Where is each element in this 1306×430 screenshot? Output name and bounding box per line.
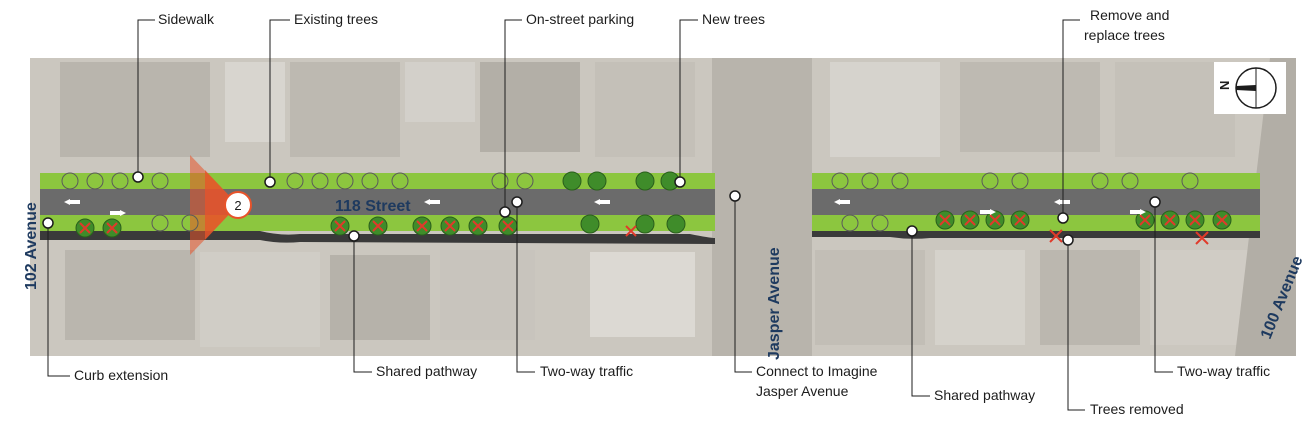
new-trees [562,171,686,234]
traffic-arrows [64,199,1146,216]
street-name-118: 118 Street [335,198,411,215]
trees-removed [625,225,1209,245]
label-trees-removed: Trees removed [1090,401,1184,417]
callout-dots [42,171,1161,246]
location-marker: 2 [224,191,252,219]
label-on-street-parking: On-street parking [526,11,634,27]
label-new-trees: New trees [702,11,765,27]
existing-trees [61,172,1199,232]
street-name-102-avenue: 102 Avenue [23,202,40,290]
label-two-way-traffic-right: Two-way traffic [1177,363,1270,379]
label-sidewalk: Sidewalk [158,11,215,27]
north-arrow-icon: N [1214,62,1286,114]
marker-number: 2 [234,198,241,213]
label-connect-1: Connect to Imagine [756,363,878,379]
street-name-jasper-avenue: Jasper Avenue [766,247,783,360]
curb-extension-fan [190,155,238,255]
remove-replace-trees [75,210,1232,238]
label-existing-trees: Existing trees [294,11,378,27]
label-two-way-traffic-left: Two-way traffic [540,363,633,379]
label-remove-replace-1: Remove and [1090,7,1169,23]
label-shared-pathway-right: Shared pathway [934,387,1035,403]
callout-leaders [47,19,1173,411]
label-remove-replace-2: replace trees [1084,27,1165,43]
label-curb-extension: Curb extension [74,367,168,383]
label-shared-pathway-left: Shared pathway [376,363,477,379]
label-connect-2: Jasper Avenue [756,383,849,399]
compass-letter: N [1217,81,1232,90]
